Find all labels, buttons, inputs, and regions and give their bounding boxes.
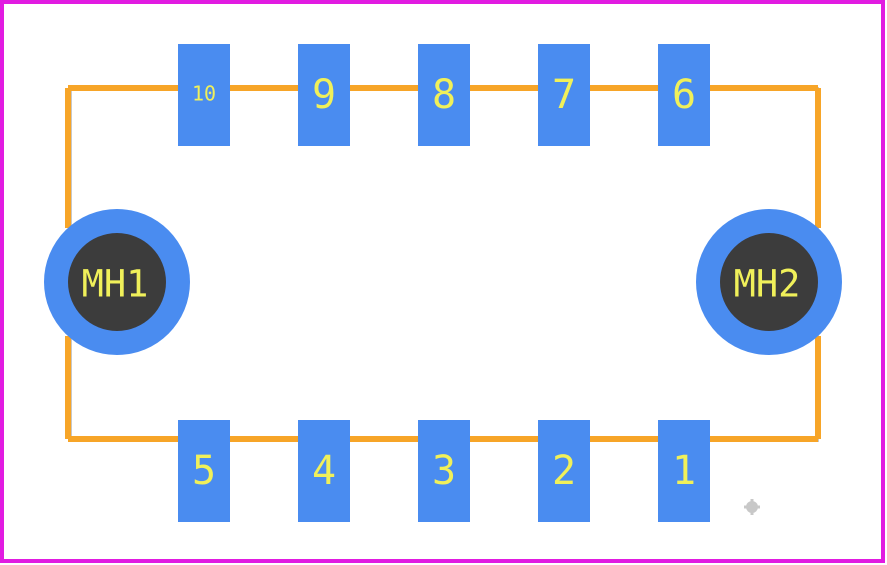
- pad-4: 4: [298, 420, 350, 522]
- mh1-label: MH1: [82, 263, 149, 306]
- pad-10-copper: [178, 44, 230, 146]
- pad-10-number: 10: [192, 82, 216, 106]
- pad-8: 8: [418, 44, 470, 146]
- mh1-drill: [68, 233, 166, 331]
- pin1-marker: [744, 499, 760, 515]
- bottom-pad-row: 5 4 3 2 1: [178, 420, 710, 522]
- pad-5: 5: [178, 420, 230, 522]
- pad-3-copper: [418, 420, 470, 522]
- pad-7-copper: [538, 44, 590, 146]
- pad-6: 6: [658, 44, 710, 146]
- mh2-drill: [720, 233, 818, 331]
- pad-9-number: 9: [312, 72, 336, 118]
- pad-4-copper: [298, 420, 350, 522]
- pad-4-number: 4: [312, 448, 336, 494]
- pad-6-copper: [658, 44, 710, 146]
- pad-1: 1: [658, 420, 710, 522]
- pad-8-copper: [418, 44, 470, 146]
- pad-9-copper: [298, 44, 350, 146]
- pad-6-number: 6: [672, 72, 696, 118]
- pad-2-copper: [538, 420, 590, 522]
- pad-7-number: 7: [552, 72, 576, 118]
- pad-5-number: 5: [192, 448, 216, 494]
- pad-3-number: 3: [432, 448, 456, 494]
- pad-9: 9: [298, 44, 350, 146]
- pad-1-copper: [658, 420, 710, 522]
- top-pad-row: 10 9 8 7 6: [178, 44, 710, 146]
- pad-2: 2: [538, 420, 590, 522]
- pad-5-copper: [178, 420, 230, 522]
- pad-2-number: 2: [552, 448, 576, 494]
- pad-7: 7: [538, 44, 590, 146]
- pad-10: 10: [178, 44, 230, 146]
- mounting-hole-mh1: MH1: [44, 209, 190, 355]
- pad-3: 3: [418, 420, 470, 522]
- pad-8-number: 8: [432, 72, 456, 118]
- mounting-hole-mh2: MH2: [696, 209, 842, 355]
- pad-1-number: 1: [672, 448, 696, 494]
- mh2-label: MH2: [734, 263, 801, 306]
